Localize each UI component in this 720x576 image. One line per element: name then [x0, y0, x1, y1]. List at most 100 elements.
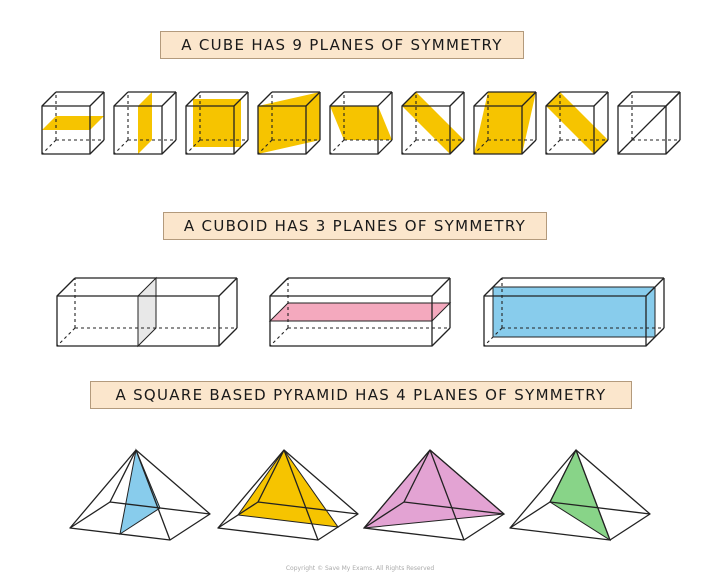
cuboid-2 — [268, 277, 452, 347]
edge — [257, 449, 285, 503]
hidden-edge — [269, 327, 289, 347]
plane-outline — [119, 448, 161, 536]
edge — [257, 91, 273, 107]
edge — [431, 277, 451, 297]
edge — [473, 91, 489, 107]
edge — [269, 277, 289, 297]
cube-7 — [473, 91, 537, 155]
edge — [56, 277, 76, 297]
edge — [545, 91, 561, 107]
hidden-edge — [483, 327, 503, 347]
symmetry-plane — [42, 116, 104, 130]
edge — [377, 139, 393, 155]
edge — [329, 91, 345, 107]
cube-9 — [617, 91, 681, 155]
plane-outline — [237, 449, 340, 528]
cube-3 — [185, 91, 249, 155]
edge — [645, 277, 665, 297]
edge — [431, 327, 451, 347]
edge — [575, 449, 611, 541]
edge — [233, 139, 249, 155]
pyramid-diagrams-row — [0, 440, 720, 550]
edge — [113, 91, 129, 107]
symmetry-plane — [330, 106, 392, 140]
edge — [363, 449, 431, 529]
symmetry-plane — [546, 92, 608, 154]
edge — [665, 139, 681, 155]
pyramid-4 — [509, 448, 651, 542]
edge — [617, 91, 633, 107]
edge — [521, 139, 537, 155]
edge — [449, 91, 465, 107]
edge — [218, 277, 238, 297]
cube-diagrams — [41, 91, 681, 155]
edge — [305, 139, 321, 155]
cube-4 — [257, 91, 321, 155]
cuboid-diagrams — [56, 276, 665, 348]
pyramid-1 — [69, 448, 211, 541]
cuboid-diagrams-row — [0, 270, 720, 350]
symmetry-plane — [364, 450, 504, 528]
edge — [575, 449, 651, 515]
edge — [509, 449, 577, 529]
symmetry-plane — [270, 303, 450, 321]
edge — [89, 139, 105, 155]
hidden-edge — [401, 139, 417, 155]
edge — [185, 91, 201, 107]
edge — [135, 449, 171, 541]
edge — [549, 449, 577, 503]
edge — [283, 449, 359, 515]
symmetry-plane — [550, 450, 610, 540]
symmetry-plane — [238, 450, 338, 527]
edge — [377, 91, 393, 107]
symmetry-plane — [120, 450, 160, 534]
edge — [521, 91, 537, 107]
cuboid-3 — [483, 277, 665, 347]
pyramid-2 — [217, 449, 359, 541]
cube-8 — [545, 91, 609, 155]
hidden-edge — [545, 139, 561, 155]
edge — [403, 449, 431, 503]
cube-1 — [41, 91, 105, 155]
pyramid-heading: A SQUARE BASED PYRAMID HAS 4 PLANES OF S… — [90, 381, 632, 409]
cube-6 — [401, 91, 465, 155]
edge — [218, 327, 238, 347]
edge — [449, 139, 465, 155]
edge — [645, 327, 665, 347]
symmetry-plane — [138, 92, 152, 154]
edge — [401, 91, 417, 107]
edge — [429, 449, 465, 541]
symmetry-plane — [402, 92, 464, 154]
edge — [429, 449, 505, 515]
edge — [483, 277, 503, 297]
hidden-edge — [41, 139, 57, 155]
symmetry-plane — [493, 287, 655, 337]
cube-5 — [329, 91, 393, 155]
edge — [41, 91, 57, 107]
symmetry-plane — [474, 92, 536, 154]
pyramid-diagrams — [69, 448, 651, 542]
edge — [593, 139, 609, 155]
hidden-edge — [56, 327, 76, 347]
diagonal-plane-edge — [617, 91, 681, 155]
edge — [593, 91, 609, 107]
hidden-edge — [329, 139, 345, 155]
edge — [161, 91, 177, 107]
edge — [69, 449, 137, 529]
edge — [161, 139, 177, 155]
edge — [217, 449, 285, 529]
edge — [89, 91, 105, 107]
symmetry-plane — [258, 92, 320, 154]
edge — [283, 449, 319, 541]
edge — [135, 449, 211, 515]
symmetry-plane — [138, 278, 156, 346]
symmetry-plane — [193, 99, 241, 147]
edge — [305, 91, 321, 107]
cube-2 — [113, 91, 177, 155]
hidden-edge — [113, 139, 129, 155]
pyramid-3 — [362, 449, 506, 541]
copyright-footer: Copyright © Save My Exams. All Rights Re… — [285, 565, 435, 572]
edge — [109, 449, 137, 503]
cube-heading: A CUBE HAS 9 PLANES OF SYMMETRY — [160, 31, 524, 59]
cube-diagrams-row — [0, 84, 720, 164]
